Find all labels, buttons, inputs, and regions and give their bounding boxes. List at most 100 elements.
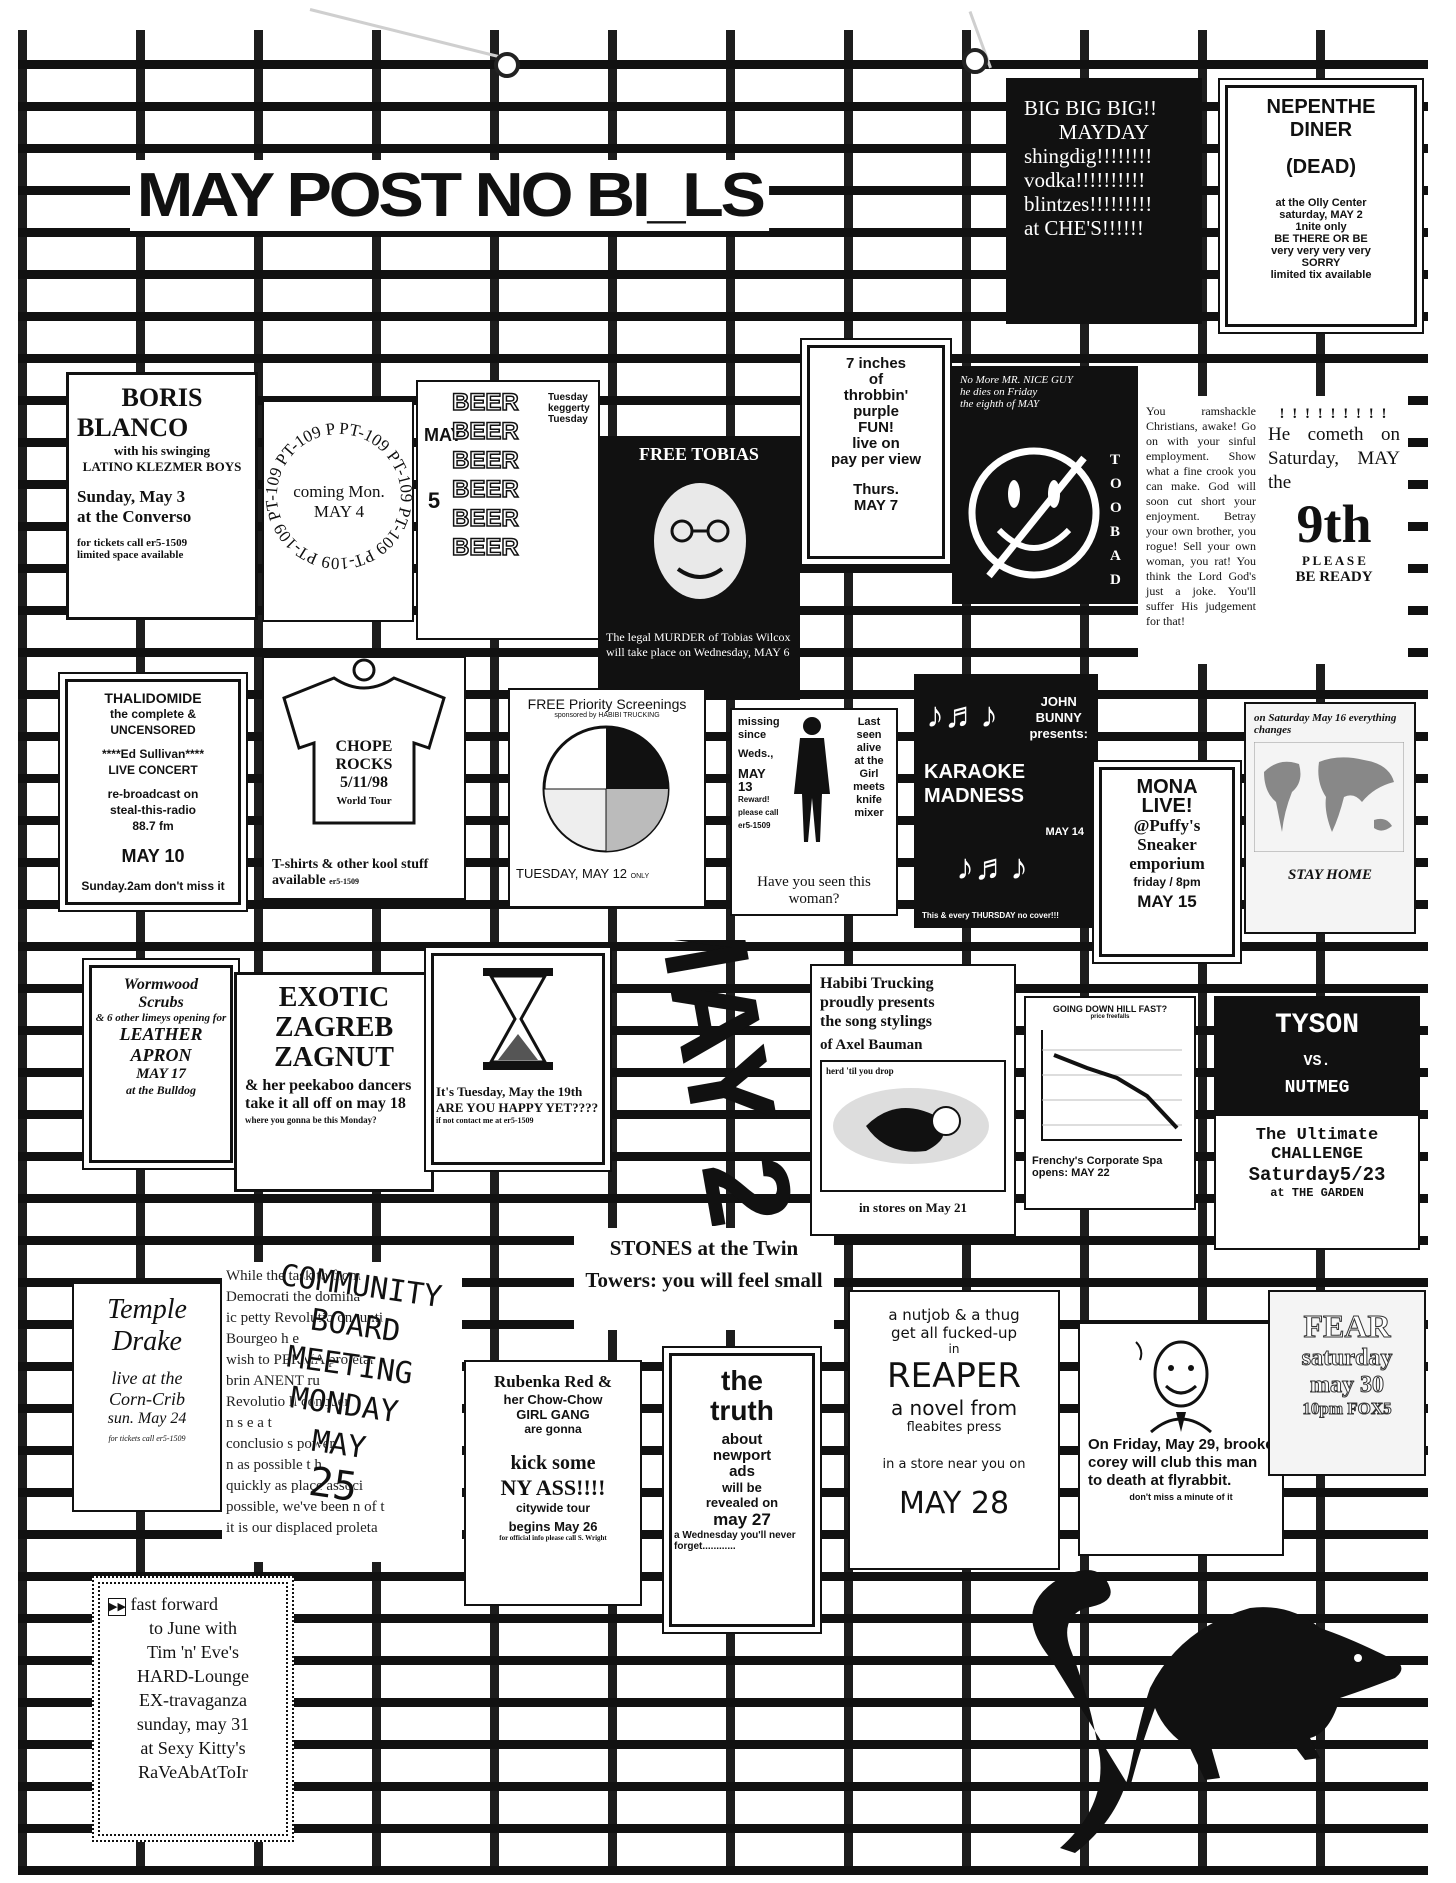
poster-line: LIVE CONCERT (108, 763, 198, 777)
poster-line: MAY 15 (1137, 892, 1197, 911)
poster-mona: MONA LIVE! @Puffy's Sneaker emporium fri… (1092, 760, 1242, 964)
poster-line: sunday, may 31 (136, 1714, 250, 1734)
poster-line: may 30 (1310, 1372, 1385, 1399)
poster-line: of (868, 371, 884, 388)
poster-line: vodka!!!!!!!!!! (1024, 168, 1146, 192)
poster-line: purple (853, 403, 899, 420)
poster-line: TUESDAY, MAY 12 ONLY (516, 866, 698, 881)
poster-the-truth: the truth about newport ads will be reve… (662, 1346, 822, 1634)
poster-line: get all fucked-up (890, 1324, 1018, 1342)
poster-line: about (721, 1431, 763, 1448)
fast-forward-icon: ▶▶ (108, 1598, 126, 1616)
poster-line: BIG BIG BIG!! (1024, 96, 1157, 120)
poster-line: VS. (1303, 1053, 1331, 1070)
downhill-line-graphic (1041, 1030, 1182, 1141)
poster-line: MAYDAY (1058, 120, 1150, 144)
poster-line: 5/11/98 (339, 774, 388, 791)
poster-line: of Axel Bauman (820, 1037, 923, 1053)
manifesto-line: conclusio s power. (226, 1436, 338, 1452)
poster-line: blintzes!!!!!!!!! (1024, 192, 1153, 216)
poster-throbbin: 7 inches of throbbin' purple FUN! live o… (800, 338, 952, 566)
poster-line: CHALLENGE (1271, 1145, 1363, 1164)
cometh-date: 9th (1296, 494, 1372, 554)
poster-line: truth (710, 1395, 774, 1426)
poster-pt109: PT-109 PT-109 PT-109 PT-109 PT-109 PT-10… (262, 400, 414, 622)
poster-line: saturday, MAY 2 (1279, 209, 1363, 221)
poster-line: will be (722, 1480, 762, 1495)
poster-line: her Chow-Chow (503, 1392, 603, 1407)
pt109-center: coming Mon. MAY 4 (293, 482, 385, 521)
crossed-smiley-icon (968, 447, 1100, 579)
poster-line: MAY 28 (898, 1486, 1010, 1521)
poster-beer: MAY 5 BEER BEER BEER BEER BEER BEER Tues… (416, 380, 600, 640)
poster-line: DINER (1289, 119, 1353, 141)
poster-priority-screenings: FREE Priority Screenings sponsored by HA… (508, 688, 706, 908)
poster-line: re-broadcast on (107, 787, 199, 801)
poster-line: 10pm FOX5 (1302, 1399, 1392, 1419)
forward-line: fast forward (130, 1594, 218, 1614)
poster-line: er5-1509 (738, 821, 771, 830)
may-20-graphic: MAY 20 (626, 864, 831, 1301)
poster-line: GOING DOWN HILL FAST? (1052, 1004, 1168, 1014)
poster-line: On Friday, May 29, brooke corey will clu… (1088, 1436, 1274, 1489)
karaoke-date: MAY 14 (1045, 826, 1084, 838)
priority-only: ONLY (630, 873, 650, 880)
hanging-hook (494, 52, 520, 78)
manifesto-line: Revolutio ll conquer (226, 1394, 350, 1410)
poster-rubenka-red: Rubenka Red & her Chow-Chow GIRL GANG ar… (464, 1360, 642, 1606)
poster-line: BLANCO (77, 413, 189, 442)
poster-line: BE THERE OR BE (1274, 233, 1368, 245)
poster-line: to June with (149, 1618, 237, 1638)
poster-line: KARAOKE (924, 761, 1026, 783)
poster-line: at the Olly Center (1275, 197, 1367, 209)
poster-line: ! ! ! ! ! ! ! ! ! (1279, 406, 1389, 422)
poster-line: sun. May 24 (107, 1410, 187, 1427)
beer-word: BEER (451, 388, 519, 417)
poster-line: No More MR. NICE GUY (960, 374, 1073, 386)
poster-line: don't miss a minute of it (1129, 1492, 1233, 1502)
poster-boris-blanco: BORIS BLANCO with his swinging LATINO KL… (66, 372, 258, 620)
beer-word: BEER (451, 533, 519, 562)
poster-line: fleabites press (906, 1420, 1002, 1435)
poster-line: Girl (859, 768, 879, 780)
poster-line: emporium (1129, 854, 1205, 873)
poster-line: a nutjob & a thug (888, 1306, 1020, 1324)
poster-line: proudly presents (820, 994, 935, 1011)
priority-date: TUESDAY, MAY 12 (516, 866, 628, 881)
poster-line: presents: (1029, 726, 1088, 741)
poster-line: herd 'til you drop (826, 1066, 894, 1076)
poster-missing-woman: missing since Weds., MAY 13 Reward! plea… (730, 708, 898, 916)
poster-line: please call (738, 808, 779, 817)
poster-too-bad: No More MR. NICE GUY he dies on Friday t… (952, 366, 1138, 604)
poster-line: at Sexy Kitty's (140, 1738, 246, 1758)
poster-line: Wormwood (123, 976, 199, 993)
poster-nepenthe: NEPENTHE DINER (DEAD) at the Olly Center… (1218, 78, 1424, 334)
music-notes-icon: ♪♬♪ (956, 846, 1028, 887)
poster-line: NY ASS!!!! (500, 1475, 606, 1500)
poster-line: Corn-Crib (108, 1389, 186, 1409)
poster-line: mixer (854, 807, 884, 819)
poster-exotic-zagreb: EXOTIC ZAGREB ZAGNUT & her peekaboo danc… (234, 972, 434, 1192)
manifesto-line: n as possible t h (226, 1457, 322, 1473)
poster-line: in stores on May 21 (858, 1200, 968, 1215)
poster-line: very very very very (1271, 245, 1371, 257)
page-title: MAY POST NO BI_LS (130, 160, 770, 231)
poster-line: He cometh on Saturday, MAY the (1268, 424, 1400, 493)
poster-hourglass: It's Tuesday, May the 19th ARE YOU HAPPY… (424, 946, 612, 1172)
poster-line: TYSON (1274, 1010, 1359, 1041)
hourglass-icon (483, 968, 553, 1070)
poster-line: & 6 other limeys opening for (95, 1012, 227, 1024)
manifesto-line: Democrati the domina (226, 1289, 361, 1305)
poster-line: may 27 (713, 1510, 771, 1529)
poster-chope-rocks: CHOPE ROCKS 5/11/98 World Tour T-shirts … (262, 656, 466, 900)
poster-line: in (948, 1342, 960, 1356)
poster-fear: FEAR saturday may 30 10pm FOX5 (1268, 1290, 1426, 1476)
poster-reaper: a nutjob & a thug get all fucked-up in R… (848, 1290, 1060, 1570)
poster-free-tobias: FREE TOBIAS The legal MURDER of Tobias W… (598, 436, 800, 700)
beer-side: Tuesday keggerty Tuesday (548, 392, 590, 425)
poster-line: STAY HOME (1287, 867, 1373, 883)
hanging-hook (962, 48, 988, 74)
poster-line: friday / 8pm (1133, 875, 1201, 889)
world-map-graphic (1253, 741, 1405, 853)
poster-line: Rubenka Red & (493, 1372, 613, 1391)
